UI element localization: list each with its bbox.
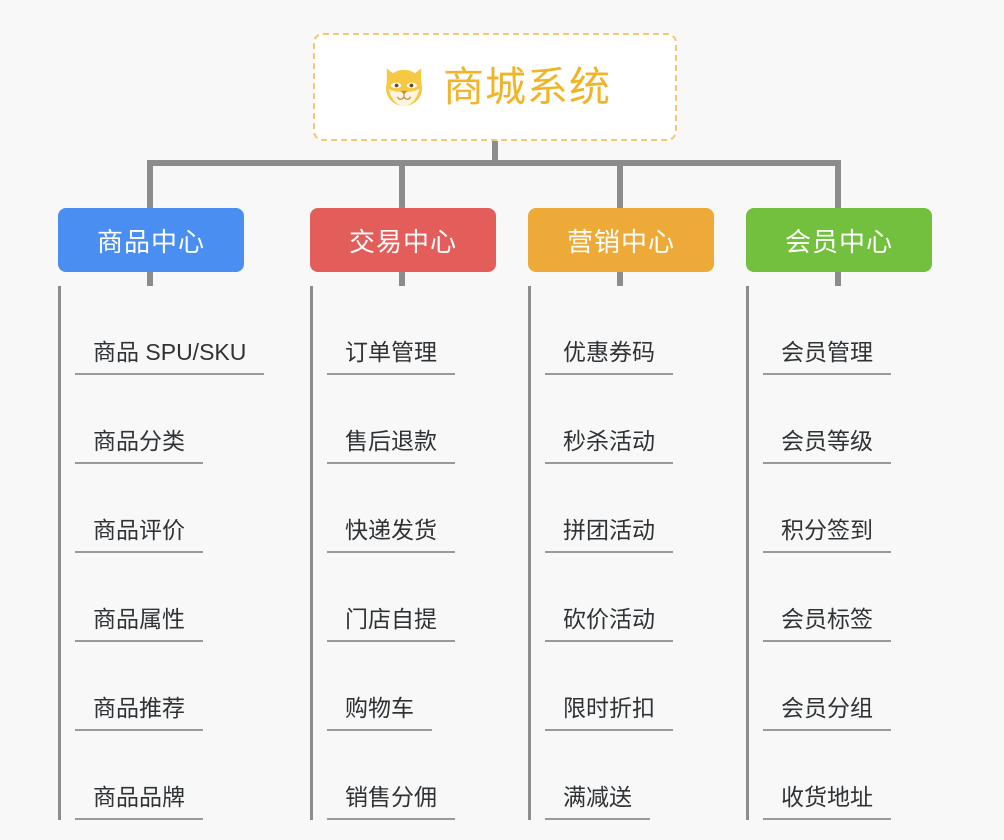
connector-branch-neck-1 — [147, 272, 153, 286]
leaf-label: 购物车 — [327, 695, 432, 731]
shiba-dog-face-icon — [386, 68, 422, 106]
list-item[interactable]: 限时折扣 — [545, 642, 714, 731]
leaf-label: 售后退款 — [327, 428, 455, 464]
list-item[interactable]: 会员管理 — [763, 286, 932, 375]
branch-marketing-center: 营销中心 优惠券码 秒杀活动 拼团活动 砍价活动 限时折扣 满减送 — [528, 208, 714, 820]
connector-drop-4 — [835, 160, 841, 208]
list-item[interactable]: 会员分组 — [763, 642, 932, 731]
leaf-list-product-center: 商品 SPU/SKU 商品分类 商品评价 商品属性 商品推荐 商品品牌 — [58, 286, 265, 820]
branch-header-product-center[interactable]: 商品中心 — [58, 208, 244, 272]
leaf-label: 会员分组 — [763, 695, 891, 731]
leaf-label: 秒杀活动 — [545, 428, 673, 464]
leaf-label: 门店自提 — [327, 606, 455, 642]
connector-drop-3 — [617, 160, 623, 208]
branch-header-trade-center[interactable]: 交易中心 — [310, 208, 496, 272]
list-item[interactable]: 秒杀活动 — [545, 375, 714, 464]
leaf-label: 会员管理 — [763, 339, 891, 375]
list-item[interactable]: 门店自提 — [327, 553, 496, 642]
list-item[interactable]: 优惠券码 — [545, 286, 714, 375]
connector-drop-2 — [399, 160, 405, 208]
leaf-label: 商品推荐 — [75, 695, 203, 731]
leaf-label: 商品评价 — [75, 517, 203, 553]
list-item[interactable]: 收货地址 — [763, 731, 932, 820]
leaf-label: 优惠券码 — [545, 339, 673, 375]
list-item[interactable]: 订单管理 — [327, 286, 496, 375]
leaf-label: 商品属性 — [75, 606, 203, 642]
connector-branch-neck-4 — [835, 272, 841, 286]
list-item[interactable]: 商品属性 — [75, 553, 264, 642]
connector-branch-neck-2 — [399, 272, 405, 286]
list-item[interactable]: 商品品牌 — [75, 731, 264, 820]
connector-drop-1 — [147, 160, 153, 208]
branch-trade-center: 交易中心 订单管理 售后退款 快递发货 门店自提 购物车 销售分佣 — [310, 208, 496, 820]
branch-product-center: 商品中心 商品 SPU/SKU 商品分类 商品评价 商品属性 商品推荐 商品品牌 — [58, 208, 265, 820]
connector-branch-neck-3 — [617, 272, 623, 286]
connector-root-stem — [492, 141, 498, 163]
list-item[interactable]: 砍价活动 — [545, 553, 714, 642]
root-title: 商城系统 — [443, 63, 611, 110]
root-node[interactable]: 商城系统 — [313, 33, 677, 141]
leaf-label: 销售分佣 — [327, 784, 455, 820]
list-item[interactable]: 商品评价 — [75, 464, 264, 553]
branch-member-center: 会员中心 会员管理 会员等级 积分签到 会员标签 会员分组 收货地址 — [746, 208, 932, 820]
leaf-label: 商品 SPU/SKU — [75, 339, 265, 375]
leaf-label: 商品品牌 — [75, 784, 203, 820]
list-item[interactable]: 商品 SPU/SKU — [75, 286, 265, 375]
leaf-label: 积分签到 — [763, 517, 891, 553]
leaf-label: 拼团活动 — [545, 517, 673, 553]
leaf-list-member-center: 会员管理 会员等级 积分签到 会员标签 会员分组 收货地址 — [746, 286, 932, 820]
list-item[interactable]: 商品分类 — [75, 375, 264, 464]
list-item[interactable]: 商品推荐 — [75, 642, 264, 731]
connector-horizontal-bar — [147, 160, 841, 166]
leaf-label: 收货地址 — [763, 784, 891, 820]
list-item[interactable]: 购物车 — [327, 642, 496, 731]
list-item[interactable]: 积分签到 — [763, 464, 932, 553]
list-item[interactable]: 快递发货 — [327, 464, 496, 553]
leaf-label: 满减送 — [545, 784, 650, 820]
leaf-label: 会员等级 — [763, 428, 891, 464]
leaf-label: 限时折扣 — [545, 695, 673, 731]
branch-header-marketing-center[interactable]: 营销中心 — [528, 208, 714, 272]
list-item[interactable]: 销售分佣 — [327, 731, 496, 820]
leaf-list-marketing-center: 优惠券码 秒杀活动 拼团活动 砍价活动 限时折扣 满减送 — [528, 286, 714, 820]
leaf-label: 商品分类 — [75, 428, 203, 464]
leaf-label: 砍价活动 — [545, 606, 673, 642]
list-item[interactable]: 满减送 — [545, 731, 714, 820]
leaf-label: 会员标签 — [763, 606, 891, 642]
leaf-label: 快递发货 — [327, 517, 455, 553]
list-item[interactable]: 拼团活动 — [545, 464, 714, 553]
branch-header-member-center[interactable]: 会员中心 — [746, 208, 932, 272]
list-item[interactable]: 会员标签 — [763, 553, 932, 642]
leaf-label: 订单管理 — [327, 339, 455, 375]
list-item[interactable]: 会员等级 — [763, 375, 932, 464]
list-item[interactable]: 售后退款 — [327, 375, 496, 464]
leaf-list-trade-center: 订单管理 售后退款 快递发货 门店自提 购物车 销售分佣 — [310, 286, 496, 820]
